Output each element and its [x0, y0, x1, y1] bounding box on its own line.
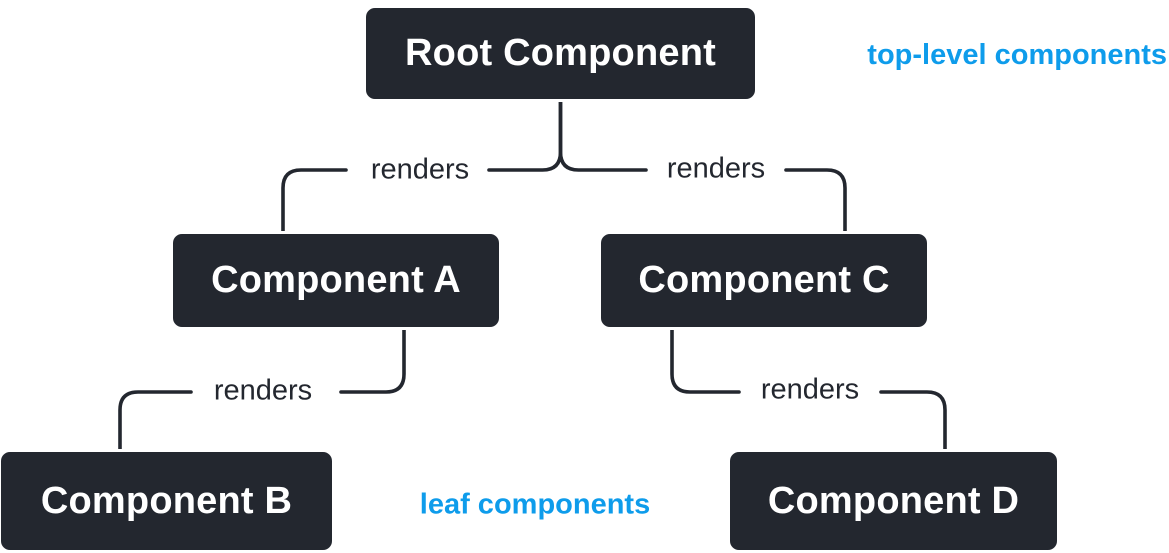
- node-component-b-label: Component B: [40, 479, 293, 522]
- node-component-a-label: Component A: [211, 259, 461, 301]
- edge-label-root-c: renders: [662, 152, 770, 186]
- node-root-component-label: Root Component: [405, 32, 716, 74]
- annotation-leaf-components: leaf components: [419, 488, 651, 521]
- node-component-d: Component D: [727, 449, 1060, 553]
- annotation-top-level-components: top-level components: [867, 39, 1167, 71]
- edge-label-root-a: renders: [366, 153, 474, 187]
- node-component-d-label: Component D: [767, 479, 1020, 522]
- node-component-b: Component B: [0, 449, 335, 553]
- node-component-c-label: Component C: [638, 259, 890, 301]
- node-root-component: Root Component: [363, 5, 758, 102]
- node-component-a: Component A: [170, 231, 502, 330]
- edge-label-a-b: renders: [209, 374, 317, 408]
- node-component-c: Component C: [598, 231, 930, 330]
- edge-label-c-d: renders: [756, 373, 864, 407]
